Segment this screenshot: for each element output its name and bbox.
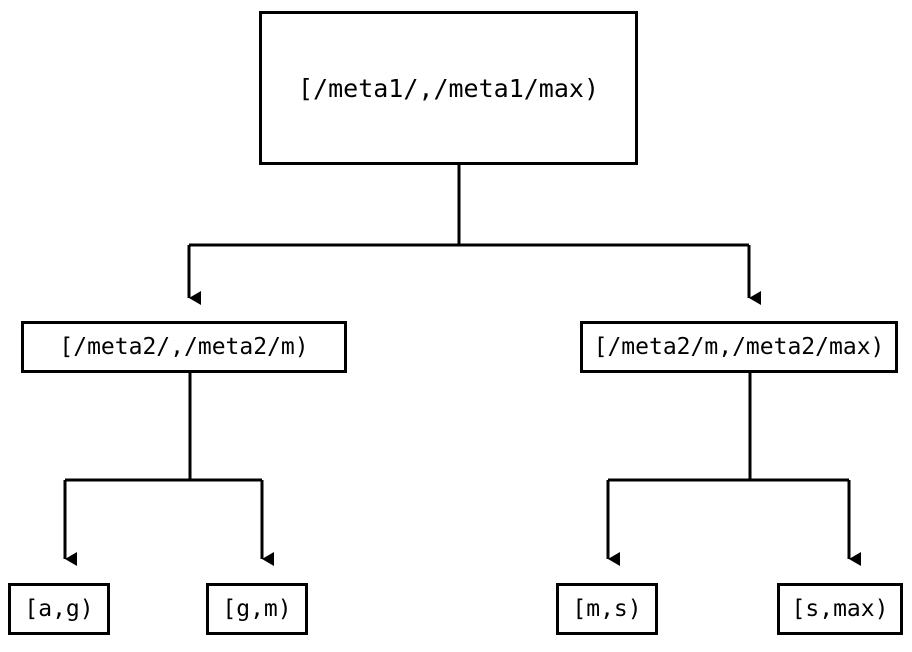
tree-node-leaf-ag-label: [a,g) — [24, 595, 94, 622]
tree-node-meta2-right[interactable]: [/meta2/m,/meta2/max) — [580, 321, 898, 373]
tree-node-leaf-gm-label: [g,m) — [222, 595, 292, 622]
tree-node-leaf-ms[interactable]: [m,s) — [556, 583, 658, 635]
tree-node-leaf-gm[interactable]: [g,m) — [206, 583, 308, 635]
tree-node-leaf-ag[interactable]: [a,g) — [8, 583, 110, 635]
tree-node-leaf-smax[interactable]: [s,max) — [777, 583, 903, 635]
tree-node-root-label: [/meta1/,/meta1/max) — [297, 73, 600, 103]
tree-node-meta2-left-label: [/meta2/,/meta2/m) — [59, 333, 309, 360]
tree-node-meta2-left[interactable]: [/meta2/,/meta2/m) — [21, 321, 347, 373]
tree-node-root[interactable]: [/meta1/,/meta1/max) — [259, 11, 638, 165]
tree-node-leaf-smax-label: [s,max) — [791, 595, 889, 622]
tree-node-meta2-right-label: [/meta2/m,/meta2/max) — [593, 333, 885, 360]
tree-node-leaf-ms-label: [m,s) — [572, 595, 642, 622]
